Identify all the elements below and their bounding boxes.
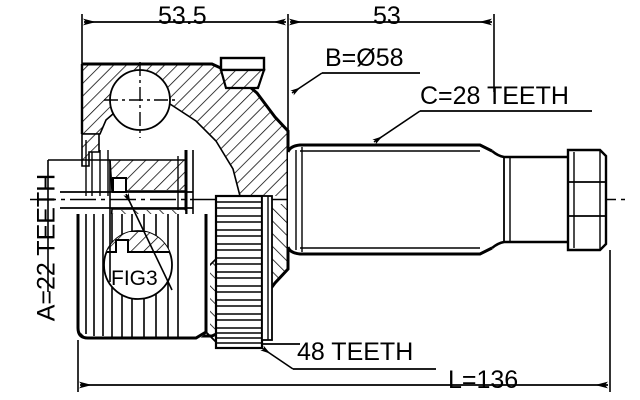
callout-label-inner-spline-teeth: A=22 TEETH bbox=[32, 173, 61, 322]
dimension-53-5 bbox=[81, 14, 289, 152]
dimension-label-overall-length: L=136 bbox=[448, 366, 519, 394]
abs-tone-ring bbox=[214, 194, 273, 350]
dimension-label-shaft-length: 53 bbox=[373, 2, 401, 30]
dimension-label-housing-length: 53.5 bbox=[158, 2, 207, 30]
leader-b-diameter bbox=[290, 72, 420, 96]
callout-label-abs-ring-teeth: 48 TEETH bbox=[297, 338, 414, 366]
threaded-end bbox=[566, 148, 608, 252]
leader-c-teeth bbox=[372, 110, 592, 145]
inner-race-top bbox=[109, 159, 187, 193]
callout-label-outer-spline-teeth: C=28 TEETH bbox=[420, 82, 569, 110]
label-underlines bbox=[293, 72, 592, 370]
boot-groove-feature bbox=[219, 56, 266, 90]
leader-a-teeth bbox=[47, 159, 173, 292]
output-shaft bbox=[286, 143, 608, 256]
dimension-53 bbox=[289, 14, 495, 92]
ball-bearing bbox=[104, 62, 178, 138]
dimension-l-136 bbox=[77, 250, 611, 392]
detail-callout-label-fig3: FIG3 bbox=[111, 267, 158, 290]
callout-label-outer-diameter: B=Ø58 bbox=[325, 44, 404, 72]
